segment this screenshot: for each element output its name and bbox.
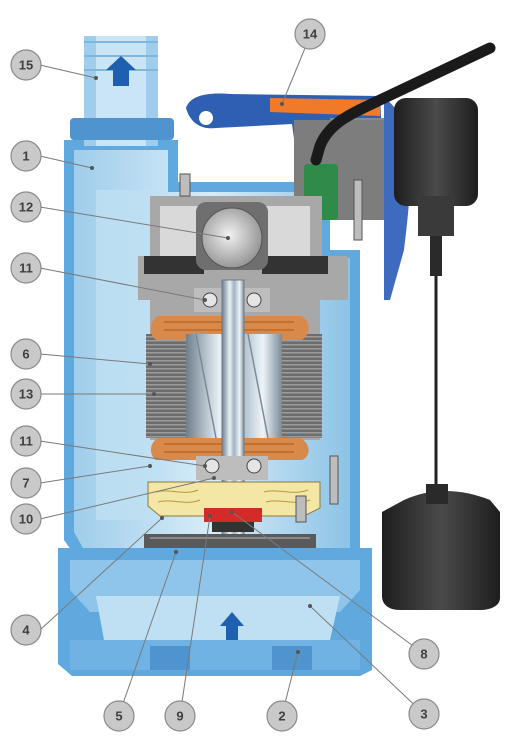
callout-10: 10: [10, 503, 42, 535]
outlet-flow-arrow-icon: [106, 56, 136, 86]
svg-text:2: 2: [278, 709, 285, 724]
svg-text:1: 1: [22, 149, 29, 164]
discharge-outlet-pipe: [70, 36, 174, 146]
callout-1: 1: [10, 140, 42, 172]
svg-text:15: 15: [19, 58, 33, 73]
callout-8: 8: [408, 638, 440, 670]
float-weight: [382, 491, 500, 610]
svg-text:11: 11: [19, 261, 33, 276]
callout-15: 15: [10, 49, 42, 81]
svg-text:4: 4: [22, 623, 30, 638]
svg-text:11: 11: [19, 434, 33, 449]
callout-9: 9: [164, 700, 196, 732]
callout-11-lower: 11: [10, 425, 42, 457]
float-switch-body: [394, 98, 478, 610]
callout-12: 12: [10, 191, 42, 223]
callout-2: 2: [266, 700, 298, 732]
capacitor: [196, 202, 268, 270]
callout-6: 6: [10, 338, 42, 370]
svg-text:3: 3: [420, 707, 427, 722]
svg-text:12: 12: [19, 200, 33, 215]
svg-text:14: 14: [303, 27, 318, 42]
svg-text:13: 13: [19, 387, 33, 402]
svg-text:8: 8: [420, 647, 427, 662]
svg-text:9: 9: [176, 709, 183, 724]
callout-5: 5: [103, 700, 135, 732]
inlet-flow-arrow-icon: [220, 612, 244, 640]
callout-14: 14: [294, 18, 326, 50]
svg-text:7: 7: [22, 476, 29, 491]
svg-text:5: 5: [115, 709, 122, 724]
svg-text:6: 6: [22, 347, 29, 362]
callout-13: 13: [10, 378, 42, 410]
housing-bolt: [295, 495, 307, 523]
svg-text:10: 10: [19, 512, 33, 527]
pump-base: [58, 548, 372, 676]
callout-11-upper: 11: [10, 252, 42, 284]
callout-4: 4: [10, 614, 42, 646]
power-cable: [310, 42, 496, 166]
callout-3: 3: [408, 698, 440, 730]
mechanical-seal: [204, 508, 262, 522]
callout-7: 7: [10, 467, 42, 499]
